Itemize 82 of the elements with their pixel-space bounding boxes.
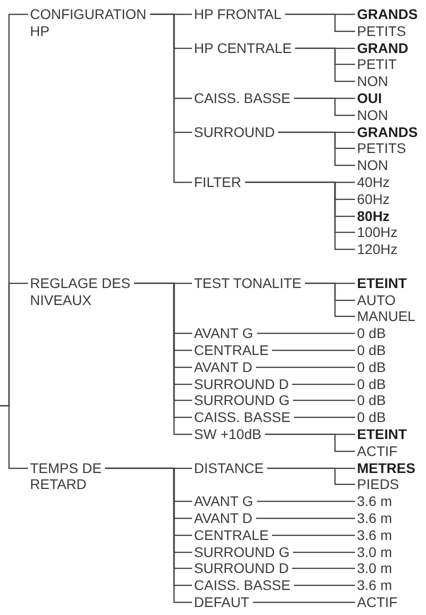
option-label: MANUEL xyxy=(355,308,419,326)
connector-line xyxy=(285,14,355,32)
option-label: 60Hz xyxy=(355,190,393,208)
option-label: PETITS xyxy=(355,140,410,158)
option-label: 120Hz xyxy=(355,241,401,258)
connector-line xyxy=(257,332,355,334)
connector-line xyxy=(295,48,355,82)
connector-line xyxy=(256,518,355,520)
option-label: ACTIF xyxy=(355,594,401,611)
menu-item: HP CENTRALE xyxy=(192,40,295,56)
connector-line xyxy=(272,350,355,352)
menu-item: CAISS. BASSE xyxy=(192,409,294,426)
connector-line xyxy=(293,400,355,402)
connector-line xyxy=(292,568,355,570)
option-label: 3.0 m xyxy=(355,560,396,578)
option-label: PETIT xyxy=(355,56,400,74)
connector-line xyxy=(292,384,355,386)
connector-line xyxy=(0,405,28,470)
option-label: ETEINT xyxy=(355,274,410,292)
menu-item: SURROUND xyxy=(192,124,278,140)
connector-line xyxy=(278,132,355,166)
option-label: 3.6 m xyxy=(355,577,396,594)
option-label: 100Hz xyxy=(355,224,401,242)
option-label: 0 dB xyxy=(355,376,389,392)
menu-item: CENTRALE xyxy=(192,526,272,544)
option-label: 3.6 m xyxy=(355,526,396,544)
option-label: ACTIF xyxy=(355,442,401,460)
option-label: NON xyxy=(355,157,392,174)
option-label: GRANDS xyxy=(355,124,421,140)
option-label: OUI xyxy=(355,90,385,107)
option-label: AUTO xyxy=(355,292,399,308)
menu-item: AVANT D xyxy=(192,358,256,376)
connector-line xyxy=(256,366,355,368)
option-label: ETEINT xyxy=(355,426,410,443)
menu-item: AVANT G xyxy=(192,325,257,342)
menu-item: DISTANCE xyxy=(192,460,267,476)
menu-item: SURROUND G xyxy=(192,392,293,410)
menu-item: HP FRONTAL xyxy=(192,6,285,23)
menu-item: SW +10dB xyxy=(192,426,265,443)
option-label: GRANDS xyxy=(355,6,421,23)
option-label: 40Hz xyxy=(355,174,393,191)
connector-line xyxy=(150,14,192,184)
connector-line xyxy=(265,434,355,452)
menu-item: TEST TONALITE xyxy=(192,274,305,292)
connector-line xyxy=(293,552,355,554)
connector-line xyxy=(305,282,355,318)
menu-heading: TEMPS DE RETARD xyxy=(28,460,105,494)
menu-item: SURROUND D xyxy=(192,376,292,392)
option-label: 3.6 m xyxy=(355,510,396,527)
option-label: NON xyxy=(355,73,392,90)
option-label: 0 dB xyxy=(355,409,389,426)
menu-item: FILTER xyxy=(192,174,245,191)
connector-line xyxy=(294,584,355,586)
option-label: 0 dB xyxy=(355,325,389,342)
option-label: 3.0 m xyxy=(355,544,396,560)
option-label: METRES xyxy=(355,460,419,476)
connector-line xyxy=(257,500,355,502)
menu-item: AVANT D xyxy=(192,510,256,527)
menu-item: DEFAUT xyxy=(192,594,253,611)
option-label: PETITS xyxy=(355,22,410,40)
connector-line xyxy=(294,416,355,418)
menu-heading: REGLAGE DES NIVEAUX xyxy=(28,274,134,308)
menu-item: CENTRALE xyxy=(192,342,272,359)
menu-heading: CONFIGURATION HP xyxy=(28,6,150,40)
menu-item: SURROUND G xyxy=(192,544,293,560)
option-label: PIEDS xyxy=(355,476,403,494)
menu-item: AVANT G xyxy=(192,493,257,510)
menu-item: CAISS. BASSE xyxy=(192,577,294,594)
connector-line xyxy=(245,182,355,250)
option-label: GRAND xyxy=(355,40,412,56)
connector-line xyxy=(267,468,355,486)
option-label: 0 dB xyxy=(355,358,389,376)
option-label: 3.6 m xyxy=(355,493,396,510)
menu-item: CAISS. BASSE xyxy=(192,90,294,107)
connector-line xyxy=(294,98,355,116)
option-label: 0 dB xyxy=(355,392,389,410)
option-label: 80Hz xyxy=(355,208,393,224)
connector-line xyxy=(272,534,355,536)
option-label: 0 dB xyxy=(355,342,389,359)
option-label: NON xyxy=(355,106,392,124)
connector-line xyxy=(253,602,355,604)
menu-item: SURROUND D xyxy=(192,560,292,578)
